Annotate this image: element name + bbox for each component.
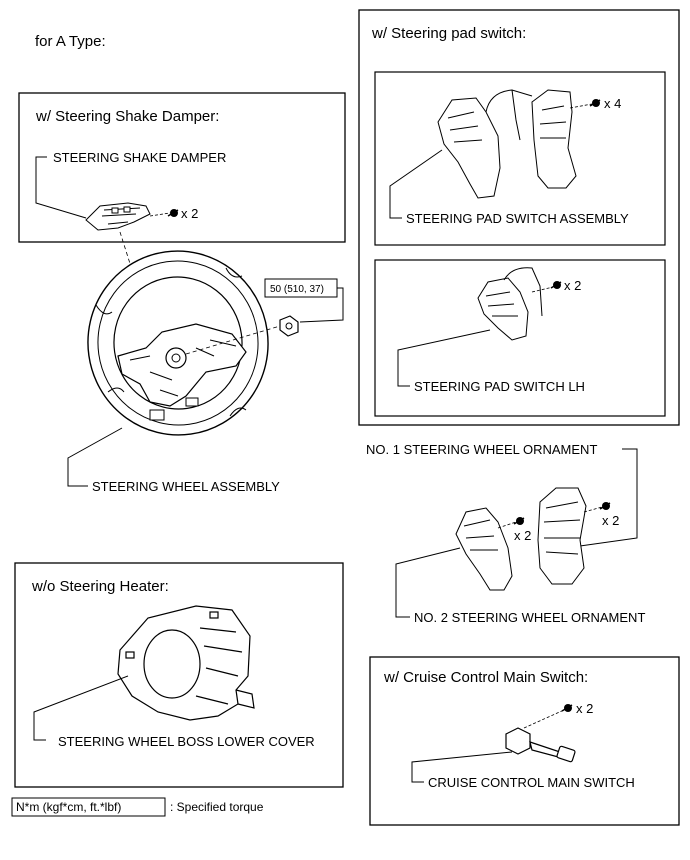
torque-legend: N*m (kgf*cm, ft.*lbf) : Specified torque bbox=[11, 797, 264, 817]
shake-damper-part bbox=[85, 202, 151, 231]
cruise-switch-part bbox=[505, 727, 576, 763]
cruise-box: w/ Cruise Control Main Switch: x 2 CRUIS… bbox=[369, 656, 680, 826]
pad-switch-lh-part bbox=[477, 267, 543, 341]
pad-switch-lh-qty: x 2 bbox=[564, 278, 581, 293]
ornament-qty-left: x 2 bbox=[514, 528, 531, 543]
nut-icon bbox=[279, 315, 299, 337]
heater-box: w/o Steering Heater: STEERING WHEEL BOSS… bbox=[14, 562, 344, 788]
pad-switch-assembly-label: STEERING PAD SWITCH ASSEMBLY bbox=[406, 211, 629, 226]
pad-switch-box: w/ Steering pad switch: x 4 STEERING PAD… bbox=[358, 9, 680, 426]
cruise-title: w/ Cruise Control Main Switch: bbox=[383, 669, 588, 686]
lower-cover-label: STEERING WHEEL BOSS LOWER COVER bbox=[58, 734, 315, 749]
variant-label: for A Type: bbox=[35, 33, 106, 50]
shake-damper-qty: x 2 bbox=[181, 206, 198, 221]
bolt-icon bbox=[550, 281, 562, 289]
pad-switch-lh-label: STEERING PAD SWITCH LH bbox=[414, 379, 585, 394]
shake-damper-title: w/ Steering Shake Damper: bbox=[35, 108, 219, 125]
ornament-no1-label: NO. 1 STEERING WHEEL ORNAMENT bbox=[366, 442, 597, 457]
heater-title: w/o Steering Heater: bbox=[31, 578, 169, 595]
cruise-label: CRUISE CONTROL MAIN SWITCH bbox=[428, 775, 635, 790]
ornament-no1-part bbox=[537, 487, 587, 585]
lower-cover-part bbox=[117, 605, 255, 721]
ornaments-group: NO. 1 STEERING WHEEL ORNAMENT x 2 x 2 NO… bbox=[366, 442, 645, 625]
pad-switch-assembly-part bbox=[437, 89, 577, 199]
pad-switch-assembly-qty: x 4 bbox=[604, 96, 621, 111]
bolt-icon bbox=[589, 99, 601, 107]
pad-switch-title: w/ Steering pad switch: bbox=[371, 25, 526, 42]
legend-unit: N*m (kgf*cm, ft.*lbf) bbox=[16, 800, 121, 814]
bolt-icon bbox=[561, 704, 573, 712]
shake-damper-box: w/ Steering Shake Damper: STEERING SHAKE… bbox=[18, 92, 346, 243]
bolt-icon bbox=[167, 209, 179, 217]
bolt-icon bbox=[599, 502, 611, 510]
steering-wheel-label: STEERING WHEEL ASSEMBLY bbox=[92, 479, 280, 494]
ornament-qty-right: x 2 bbox=[602, 513, 619, 528]
steering-wheel-assembly: 50 (510, 37) STEERING WHEEL ASSEMBLY bbox=[67, 231, 344, 494]
torque-value: 50 (510, 37) bbox=[270, 284, 324, 295]
cruise-qty: x 2 bbox=[576, 701, 593, 716]
shake-damper-label: STEERING SHAKE DAMPER bbox=[53, 150, 226, 165]
bolt-icon bbox=[513, 517, 525, 525]
legend-text: : Specified torque bbox=[170, 800, 264, 814]
ornament-no2-label: NO. 2 STEERING WHEEL ORNAMENT bbox=[414, 610, 645, 625]
ornament-no2-part bbox=[455, 507, 513, 591]
